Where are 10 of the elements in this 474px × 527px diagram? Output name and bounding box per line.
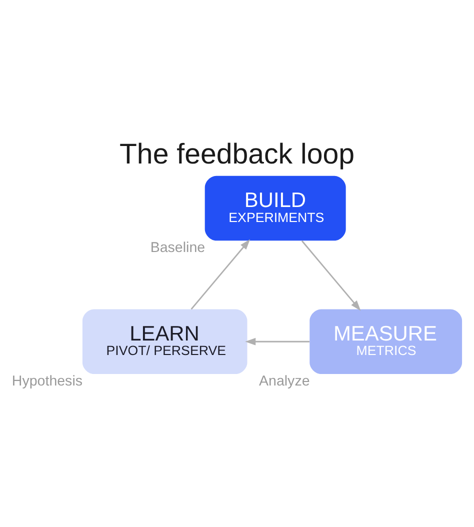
- node-label: Hypothesis: [12, 373, 82, 390]
- arrow: [245, 338, 310, 346]
- node-box: BUILD EXPERIMENTS: [204, 176, 346, 241]
- node-label: Baseline: [150, 240, 206, 256]
- arrow: [301, 240, 361, 311]
- diagram-title: The feedback loop: [119, 138, 355, 170]
- node-label: Analyze: [259, 373, 310, 390]
- node-box: MEASURE METRICS: [310, 309, 462, 374]
- arrow: [190, 239, 250, 310]
- node-box: LEARN PIVOT/ PERSERVE: [82, 309, 248, 374]
